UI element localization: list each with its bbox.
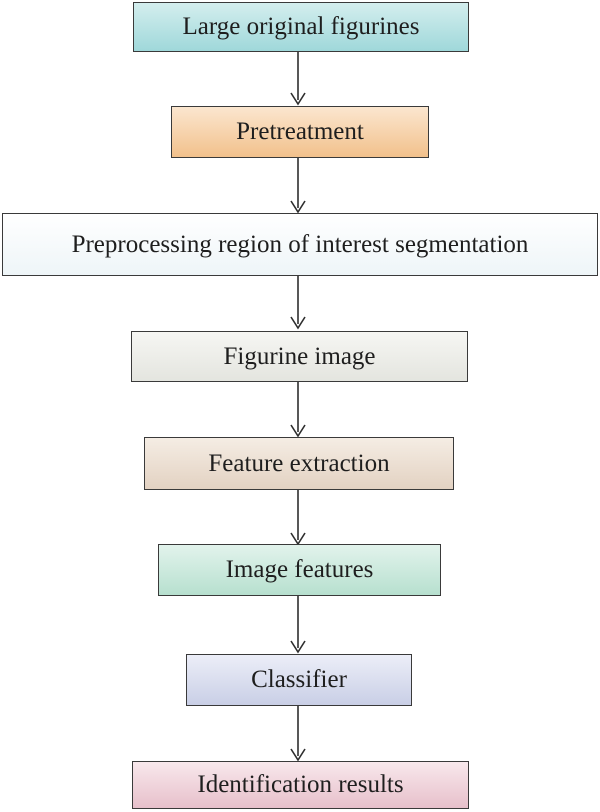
step-pretreatment: Pretreatment — [171, 106, 429, 158]
step-label: Figurine image — [223, 342, 376, 370]
arrow-6 — [290, 596, 306, 654]
arrow-2 — [290, 158, 306, 214]
arrow-5 — [290, 490, 306, 546]
step-large-original-figurines: Large original figurines — [133, 2, 469, 52]
step-figurine-image: Figurine image — [131, 331, 468, 382]
step-label: Identification results — [197, 771, 404, 798]
arrow-7 — [290, 706, 306, 762]
step-preprocessing-roi-segmentation: Preprocessing region of interest segment… — [2, 213, 598, 276]
step-classifier: Classifier — [186, 654, 412, 706]
arrow-3 — [290, 276, 306, 330]
step-label: Pretreatment — [236, 118, 364, 145]
step-label: Large original figurines — [182, 13, 420, 40]
step-identification-results: Identification results — [132, 761, 469, 809]
step-label: Preprocessing region of interest segment… — [71, 230, 529, 258]
step-image-features: Image features — [158, 544, 441, 596]
step-label: Classifier — [251, 666, 347, 693]
step-label: Feature extraction — [208, 449, 390, 477]
arrow-1 — [290, 52, 306, 106]
step-label: Image features — [225, 556, 374, 583]
step-feature-extraction: Feature extraction — [144, 437, 454, 490]
arrow-4 — [290, 382, 306, 438]
